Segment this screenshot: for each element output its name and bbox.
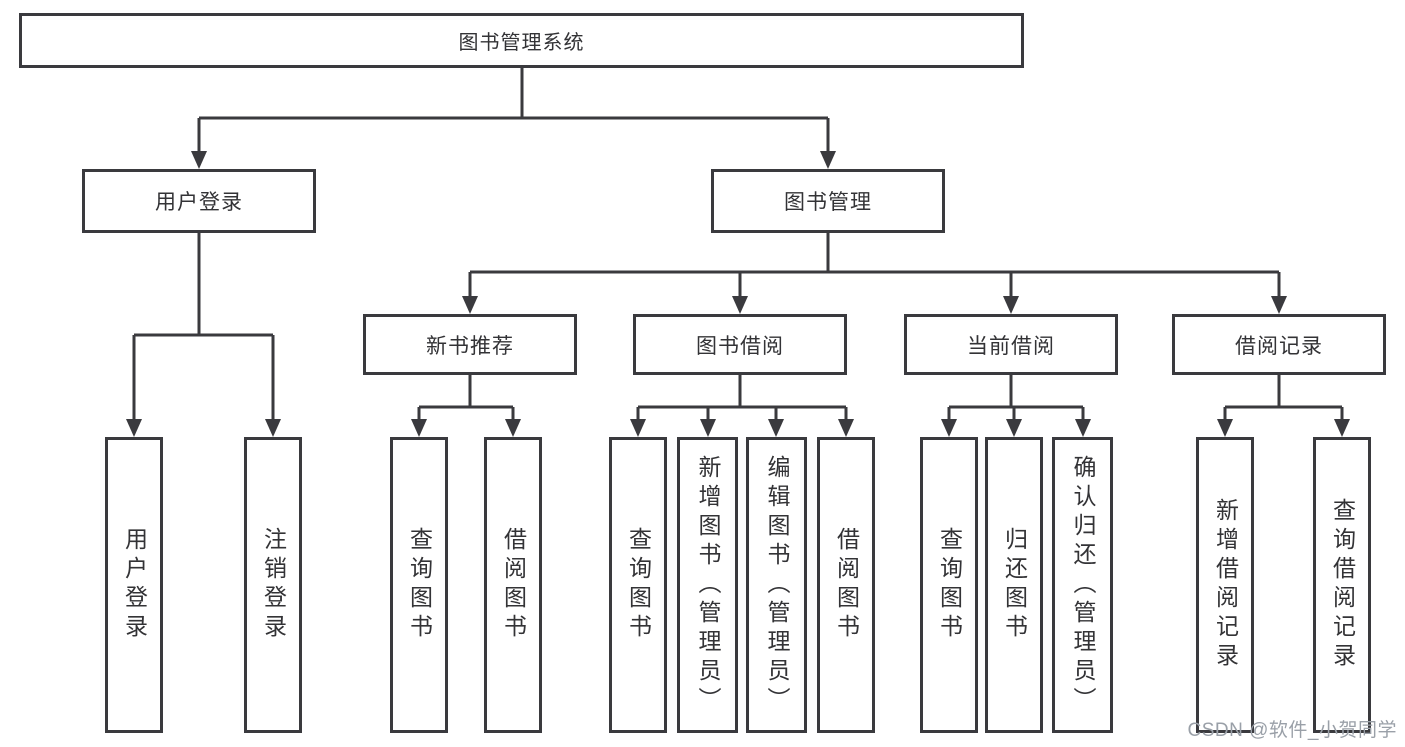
arrowhead [1217, 419, 1233, 437]
arrowhead [505, 419, 521, 437]
leaf-borrow-query-books: 查询图书 [609, 437, 667, 733]
arrowhead [462, 296, 478, 314]
arrowhead [820, 151, 836, 169]
arrowhead [700, 419, 716, 437]
leaf-borrow-borrow-books: 借阅图书 [817, 437, 875, 733]
arrowhead [630, 419, 646, 437]
node-user-login: 用户登录 [82, 169, 316, 233]
node-current-borrowing: 当前借阅 [904, 314, 1118, 375]
arrowhead [411, 419, 427, 437]
edge-current-to-leaves [947, 375, 1085, 419]
node-book-borrowing: 图书借阅 [633, 314, 847, 375]
arrowhead [126, 419, 142, 437]
edge-bookmgmt-to-level3 [468, 233, 1281, 296]
arrowhead [941, 419, 957, 437]
leaf-records-add-record: 新增借阅记录 [1196, 437, 1254, 733]
edge-userlogin-to-leaves [132, 233, 275, 419]
arrowhead [191, 151, 207, 169]
edge-records-to-leaves [1223, 375, 1344, 419]
leaf-recommend-query-books: 查询图书 [390, 437, 448, 733]
node-book-management: 图书管理 [711, 169, 945, 233]
edge-borrow-to-leaves [636, 375, 848, 419]
arrowhead [838, 419, 854, 437]
node-borrowing-records: 借阅记录 [1172, 314, 1386, 375]
leaf-borrow-add-books-admin: 新增图书（管理员） [677, 437, 738, 733]
leaf-current-query-books: 查询图书 [920, 437, 978, 733]
arrowhead [1003, 296, 1019, 314]
edge-root-to-level2 [197, 68, 830, 151]
arrowhead [1271, 296, 1287, 314]
arrowhead [1075, 419, 1091, 437]
arrowhead [1006, 419, 1022, 437]
node-new-book-recommend: 新书推荐 [363, 314, 577, 375]
csdn-watermark: CSDN @软件_小贺同学 [1187, 720, 1397, 741]
leaf-recommend-borrow-books: 借阅图书 [484, 437, 542, 733]
arrowhead [265, 419, 281, 437]
node-library-management-system: 图书管理系统 [19, 13, 1024, 68]
leaf-records-query-record: 查询借阅记录 [1313, 437, 1371, 733]
leaf-borrow-edit-books-admin: 编辑图书（管理员） [746, 437, 807, 733]
edge-newbook-to-leaves [417, 375, 515, 419]
arrowhead [732, 296, 748, 314]
arrowhead [768, 419, 784, 437]
leaf-current-return-books: 归还图书 [985, 437, 1043, 733]
leaf-logout: 注销登录 [244, 437, 302, 733]
arrowhead [1334, 419, 1350, 437]
leaf-current-confirm-return-admin: 确认归还（管理员） [1052, 437, 1113, 733]
leaf-user-login: 用户登录 [105, 437, 163, 733]
